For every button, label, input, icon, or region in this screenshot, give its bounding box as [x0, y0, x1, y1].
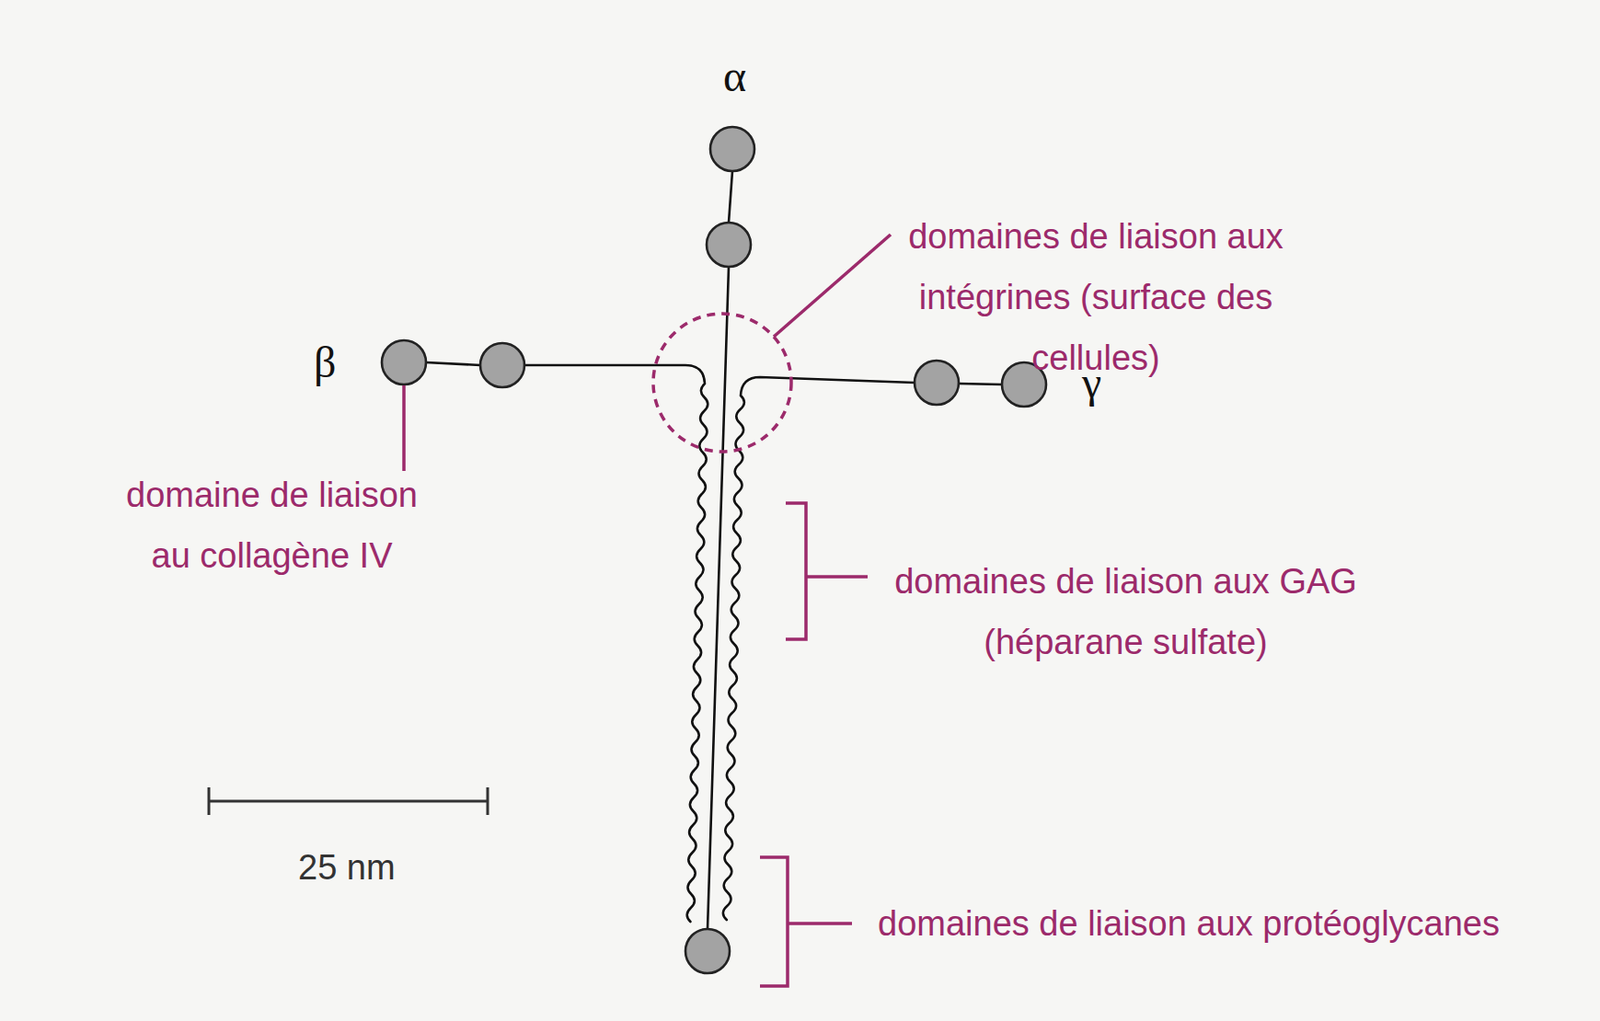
domain-label: domaines de liaison aux intégrines (surf… — [906, 206, 1286, 389]
globular-domain — [914, 360, 959, 405]
bracket — [785, 503, 868, 640]
leader-line — [402, 385, 406, 472]
integrin-site-circle — [653, 313, 792, 452]
beta-chain-coil — [524, 365, 708, 922]
globular-domain — [710, 126, 755, 172]
chain-name: α — [723, 54, 747, 99]
globular-domain — [685, 929, 730, 974]
scale-bar — [208, 787, 488, 816]
beta-chain — [425, 362, 481, 366]
domain-label: domaine de liaison au collagène IV — [124, 464, 420, 587]
bracket — [759, 857, 852, 987]
gamma-chain-coil — [723, 377, 915, 921]
domain-label: domaines de liaison aux protéoglycanes — [877, 893, 1500, 955]
leader-line — [773, 234, 891, 337]
alpha-chain — [728, 171, 733, 223]
domain-label: domaines de liaison aux GAG (héparane su… — [892, 551, 1359, 673]
globular-domain — [706, 222, 751, 267]
globular-domain — [381, 340, 426, 385]
chain-name: β — [313, 340, 336, 385]
globular-domain — [480, 343, 525, 388]
gamma-chain — [958, 383, 1002, 385]
scale-label: 25 nm — [298, 850, 396, 886]
